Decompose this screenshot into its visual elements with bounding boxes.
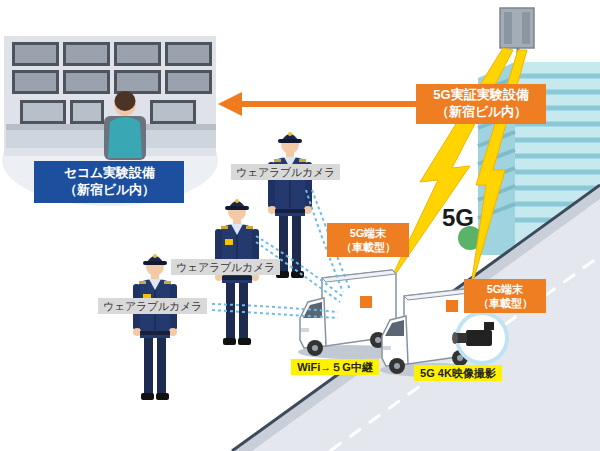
camera-icon [484, 322, 494, 330]
terminal-label: 5G端末 （車載型） [327, 223, 409, 258]
monitor-wall [117, 73, 158, 91]
lightning-bolt [470, 50, 527, 292]
data-flow-arrow [242, 101, 416, 107]
label-text: 5G端末 （車載型） [337, 226, 399, 255]
office-building [515, 90, 600, 95]
facility-label: 5G実証実験設備 （新宿ビル内） [416, 84, 546, 124]
operator [114, 92, 136, 116]
office-building [515, 154, 600, 159]
monitor-wall [150, 100, 196, 124]
camera-icon [452, 313, 507, 363]
wireless-link [212, 190, 350, 318]
monitor-wall [12, 42, 59, 66]
5g-terminal-mark [446, 300, 458, 312]
label-text: ウェアラブルカメラ [176, 260, 275, 274]
device-label: ウェアラブルカメラ [231, 164, 340, 180]
antenna [522, 12, 530, 44]
monitor-wall [168, 45, 209, 63]
monitor-wall [165, 70, 212, 94]
wireless-link [306, 190, 343, 292]
office-building [515, 186, 600, 191]
wireless-link [256, 236, 342, 296]
monitor-wall [63, 70, 110, 94]
monitor-wall [66, 45, 107, 63]
network-label: 5G [442, 205, 474, 231]
monitor-wall [15, 45, 56, 63]
label-text: WiFi→５G中継 [297, 360, 373, 374]
terminal-label: 5G端末 （車載型） [464, 279, 546, 314]
monitor-wall [15, 73, 56, 91]
camera-icon [452, 332, 458, 344]
camera-icon [466, 330, 492, 346]
monitor-wall [114, 70, 161, 94]
label-text: ウェアラブルカメラ [236, 165, 335, 179]
monitor-wall [12, 70, 59, 94]
wireless-link [212, 310, 338, 318]
monitor-wall [70, 100, 104, 124]
monitor-wall [12, 42, 212, 124]
5g-terminal-mark [360, 296, 372, 308]
security-guard [268, 132, 312, 278]
monitor-wall [114, 42, 161, 66]
monitor-wall [23, 103, 63, 121]
monitor-wall [66, 73, 107, 91]
facility-panel: セコム実験設備 （新宿ビル内） [0, 35, 218, 207]
security-guard [215, 199, 259, 345]
operator [104, 116, 146, 160]
monitor-wall [63, 42, 110, 66]
label-text: 5G端末 （車載型） [474, 282, 536, 311]
wireless-link [256, 242, 340, 302]
office-building [515, 122, 600, 127]
operator [115, 91, 136, 111]
device-label: ウェアラブルカメラ [98, 298, 207, 314]
monitor-wall [168, 73, 209, 91]
office-building [515, 138, 600, 143]
label-text: 5G実証実験設備 （新宿ビル内） [426, 87, 536, 121]
device-label: ウェアラブルカメラ [171, 259, 280, 275]
operator [104, 91, 146, 160]
antenna [500, 8, 534, 48]
label-text: ウェアラブルカメラ [103, 299, 202, 313]
label-text: 5G [442, 204, 474, 231]
office-building [515, 106, 600, 111]
monitor-wall [117, 45, 158, 63]
monitor-wall [153, 103, 193, 121]
function-label: WiFi→５G中継 [291, 359, 379, 375]
label-text: セコム実験設備 （新宿ビル内） [34, 161, 184, 203]
monitor-wall [20, 100, 66, 124]
monitoring-room [2, 114, 218, 206]
lightning-bolt [388, 48, 527, 292]
office-building [515, 74, 600, 79]
label-text: 5G 4K映像撮影 [420, 366, 496, 380]
wireless-link [312, 190, 350, 290]
antenna [504, 12, 512, 44]
office-building [515, 170, 600, 175]
operator [108, 117, 142, 158]
monitoring-room [2, 36, 218, 206]
monitor-wall [73, 103, 101, 121]
monitor-wall [165, 42, 212, 66]
security-guard [133, 254, 177, 400]
function-label: 5G 4K映像撮影 [414, 365, 502, 381]
